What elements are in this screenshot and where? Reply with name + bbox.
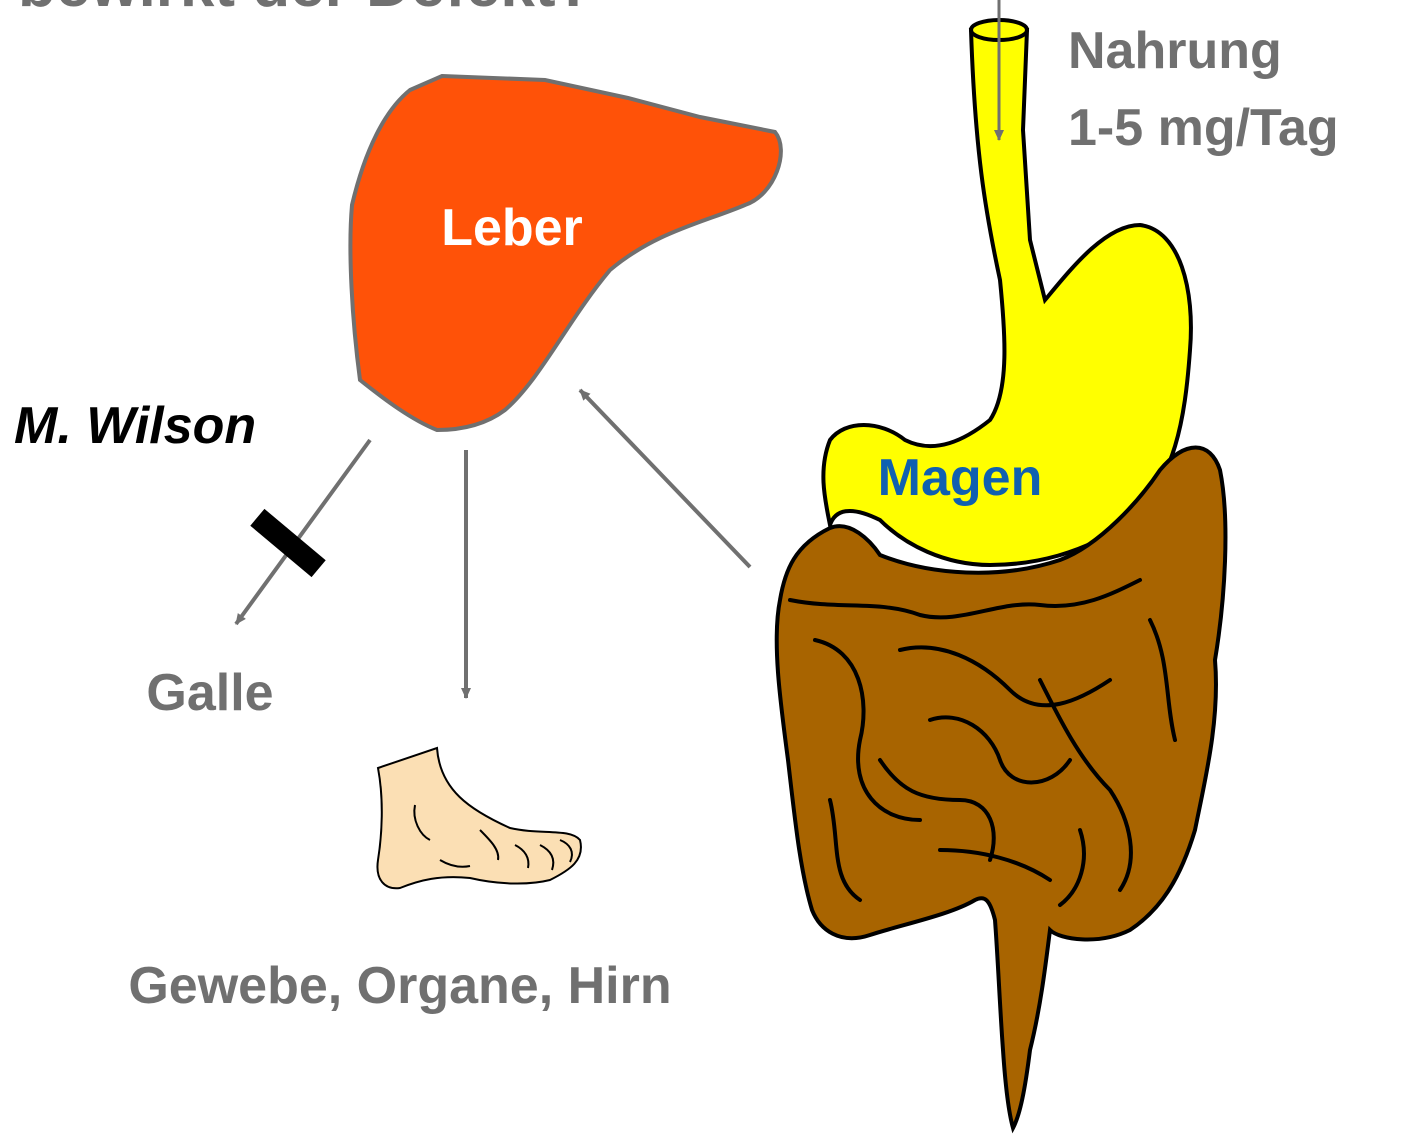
tissues-label: Gewebe, Organe, Hirn <box>128 957 671 1015</box>
bile-label: Galle <box>146 664 273 722</box>
stomach-label: Magen <box>878 449 1043 507</box>
slide-title-fragment: bewirkt der Defekt? <box>18 0 593 20</box>
disease-label: M. Wilson <box>14 397 256 455</box>
food-label: Nahrung <box>1068 22 1282 80</box>
bile-excretion-arrow <box>236 440 370 624</box>
foot-icon <box>377 748 581 888</box>
liver-label: Leber <box>441 199 583 257</box>
absorption-arrow <box>580 390 750 567</box>
food-amount-label: 1-5 mg/Tag <box>1068 99 1339 157</box>
